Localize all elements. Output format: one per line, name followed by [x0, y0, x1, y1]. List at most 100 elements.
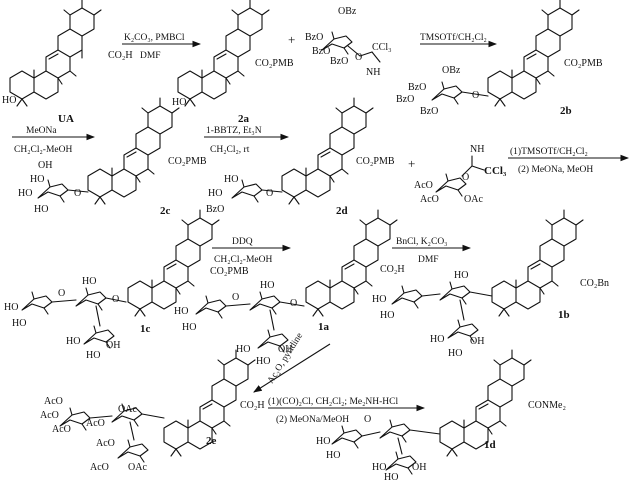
- donor2-o-label: O: [462, 172, 469, 183]
- c1d-conme2-label: CONMe₂: [528, 400, 566, 411]
- c2e-aco-label-2: AcO: [40, 410, 59, 421]
- compound-1c-label: 1c: [140, 323, 151, 335]
- c1d-o-label-1: O: [364, 414, 371, 425]
- c1a-oh-label: OH: [278, 344, 292, 355]
- c2d-o-label: O: [266, 188, 273, 199]
- c1a-ho-label-3: HO: [260, 280, 274, 291]
- c2a-hydroxyl-label: HO: [172, 97, 186, 108]
- compound-2e-structure: [59, 349, 256, 463]
- c2e-aco-label-1: AcO: [44, 396, 63, 407]
- c2b-co2pmb-label: CO₂PMB: [564, 58, 603, 69]
- c2d-co2pmb-label: CO₂PMB: [356, 156, 395, 167]
- c1c-o-label-2: O: [112, 294, 119, 305]
- c1b-ho-label-3: HO: [454, 270, 468, 281]
- c1b-ho-label-4: HO: [430, 334, 444, 345]
- c1a-o-label-1: O: [232, 292, 239, 303]
- c1b-ho-label-2: HO: [380, 310, 394, 321]
- c2b-bzo-label-3: BzO: [420, 106, 438, 117]
- reagent-5-top: (1)TMSOTf/CH₂Cl₂: [510, 146, 588, 157]
- c1d-ho-label-4: HO: [384, 472, 398, 483]
- compound-UA-structure: [9, 0, 102, 107]
- c1b-ho-label-5: HO: [448, 348, 462, 359]
- donor-o-label: O: [355, 52, 362, 63]
- c2c-oh-label: OH: [38, 160, 52, 171]
- compound-1b-label: 1b: [558, 309, 570, 321]
- c2e-oac-label-1: OAc: [118, 404, 137, 415]
- c1a-ho-label-1: HO: [174, 306, 188, 317]
- ua-co2h-label: CO₂H: [108, 50, 133, 61]
- donor-bzo-label-3: BzO: [330, 56, 348, 67]
- reagent-2-top: TMSOTf/CH₂Cl₂: [420, 32, 487, 43]
- c1c-o-label-1: O: [58, 288, 65, 299]
- reagent-7-top: BnCl, K₂CO₃: [396, 237, 448, 247]
- c1c-co2pmb-label: CO₂PMB: [210, 266, 249, 277]
- c2d-bzo-label: BzO: [206, 204, 224, 215]
- c2c-o-label: O: [74, 188, 81, 199]
- c1a-co2h-label: CO₂H: [380, 264, 405, 275]
- compound-1a-structure: [195, 209, 398, 353]
- compound-UA-label: UA: [58, 113, 74, 125]
- donor2-ccl3-label: CCl₃: [484, 165, 507, 177]
- donor2-aco-label-2: AcO: [420, 194, 439, 205]
- plus-sign-2: +: [408, 156, 415, 171]
- c1d-ho-label-2: HO: [326, 450, 340, 461]
- ua-hydroxyl-label: HO: [2, 95, 16, 106]
- c2e-aco-label-4: AcO: [86, 418, 105, 429]
- compound-1a-label: 1a: [318, 321, 330, 333]
- c2b-bzo-label-1: BzO: [408, 82, 426, 93]
- c1c-oh-label: OH: [106, 340, 120, 351]
- reaction-arrow-8: [253, 343, 331, 393]
- c2a-co2pmb-label: CO₂PMB: [255, 58, 294, 69]
- c2b-o-label: O: [472, 90, 479, 101]
- donor-bzo-label: BzO: [305, 32, 323, 43]
- c1d-oh-label: OH: [412, 462, 426, 473]
- reagent-3-bottom: CH₂Cl₂-MeOH: [14, 145, 72, 155]
- compound-1c-structure: [21, 209, 220, 349]
- c2b-bzo-label-2: BzO: [396, 94, 414, 105]
- donor-nh-label: NH: [366, 67, 380, 78]
- c2e-co2h-label: CO₂H: [240, 400, 265, 411]
- c2e-aco-label-5: AcO: [96, 438, 115, 449]
- c1a-ho-label-4: HO: [236, 344, 250, 355]
- reagent-6-bottom: CH₂Cl₂-MeOH: [214, 255, 272, 265]
- c1c-ho-label-1: HO: [4, 302, 18, 313]
- c2d-ho-label: HO: [224, 174, 238, 185]
- c1c-ho-label-5: HO: [86, 350, 100, 361]
- c2e-aco-label-6: AcO: [90, 462, 109, 473]
- c2c-ho-label-1: HO: [30, 174, 44, 185]
- c1b-oh-label: OH: [470, 336, 484, 347]
- reagent-9-bottom: (2) MeONa/MeOH: [276, 414, 349, 425]
- c2c-ho-label-2: HO: [18, 188, 32, 199]
- compound-2a-structure: [177, 0, 270, 107]
- compound-2a-label: 2a: [238, 113, 250, 125]
- donor2-aco-label-1: AcO: [414, 180, 433, 191]
- c2b-obz-label: OBz: [442, 65, 461, 76]
- c1c-ho-label-4: HO: [66, 336, 80, 347]
- c2e-aco-label-3: AcO: [52, 424, 71, 435]
- reagent-3-top: MeONa: [26, 126, 57, 136]
- c2c-ho-label-3: HO: [34, 204, 48, 215]
- reagent-9-top: (1)(CO)₂Cl, CH₂Cl₂; Me₂NH-HCl: [268, 396, 399, 407]
- c1b-ho-label-1: HO: [372, 294, 386, 305]
- reagent-1-bottom: DMF: [140, 51, 161, 61]
- compound-2d-label: 2d: [336, 205, 348, 217]
- compound-1b-structure: [391, 209, 584, 343]
- c2d-ho-label-2: HO: [208, 188, 222, 199]
- benzoyl-trichloroacetimidate-donor: [321, 31, 381, 63]
- c1a-ho-label-2: HO: [182, 322, 196, 333]
- compound-2b-label: 2b: [560, 105, 572, 117]
- reagent-8-label: Ac₂O, pyridine: [266, 331, 305, 385]
- donor-ccl3-label: CCl₃: [372, 42, 392, 53]
- donor-bzo-label-2: BzO: [312, 46, 330, 57]
- reagent-7-bottom: DMF: [418, 255, 439, 265]
- compound-1d-label: 1d: [484, 439, 496, 451]
- c1c-ho-label-2: HO: [12, 318, 26, 329]
- compound-2c-structure: [37, 97, 180, 205]
- reagent-1-top: K₂CO₃, PMBCl: [124, 33, 185, 43]
- c1c-ho-label-3: HO: [82, 276, 96, 287]
- c1a-ho-label-5: HO: [256, 356, 270, 367]
- c2c-co2pmb-label: CO₂PMB: [168, 156, 207, 167]
- donor2-nh-label: NH: [470, 144, 484, 155]
- plus-sign-1: +: [288, 32, 295, 47]
